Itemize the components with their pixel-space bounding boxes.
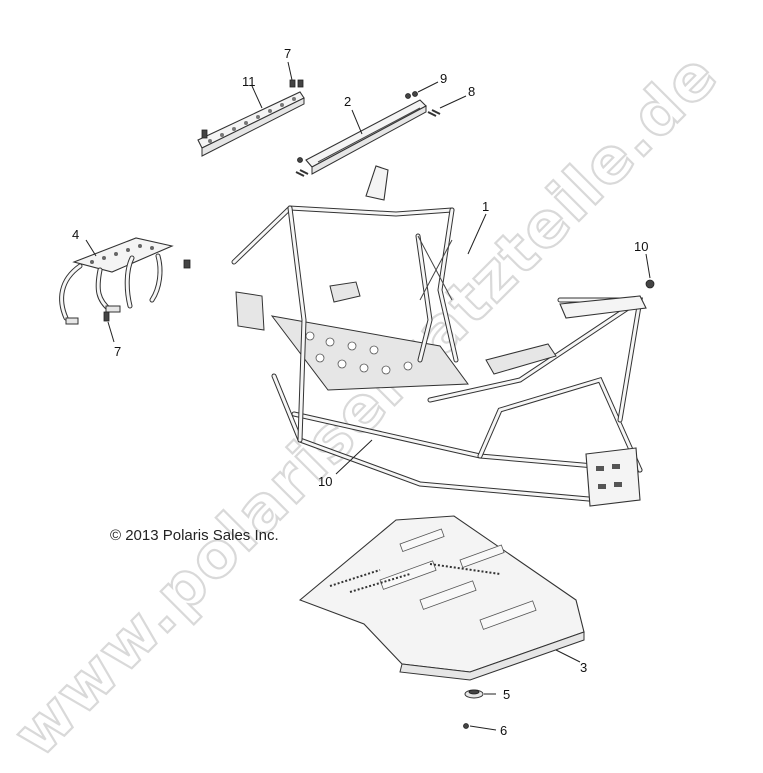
part-2-rail	[305, 99, 427, 175]
callout-7-top: 7	[284, 46, 291, 61]
callout-4: 4	[72, 227, 79, 242]
copyright-text: © 2013 Polaris Sales Inc.	[110, 527, 279, 544]
callout-labels: 1 2 3 4 5 6 7 7 8 9 10 10 11	[72, 46, 648, 738]
callout-3: 3	[580, 660, 587, 675]
fastener-icon	[295, 91, 441, 177]
callout-10-bottom: 10	[318, 474, 332, 489]
part-10-fastener-icon	[645, 279, 655, 289]
bolt-icon	[103, 259, 191, 322]
callout-2: 2	[344, 94, 351, 109]
callout-10-right: 10	[634, 239, 648, 254]
callout-5: 5	[503, 687, 510, 702]
callout-9: 9	[440, 71, 447, 86]
part-6-rivet-icon	[463, 723, 469, 729]
callout-7-left: 7	[114, 344, 121, 359]
part-5-nut-icon	[464, 689, 484, 699]
leader-lines	[85, 61, 651, 731]
part-11-rail	[197, 91, 305, 157]
part-4-bracket	[59, 237, 174, 325]
part-1-main-frame	[231, 165, 647, 507]
callout-8: 8	[468, 84, 475, 99]
part-3-skid-plate	[298, 515, 585, 681]
bolt-icon	[201, 79, 304, 139]
callout-6: 6	[500, 723, 507, 738]
callout-11: 11	[242, 74, 256, 89]
callout-1: 1	[482, 199, 489, 214]
